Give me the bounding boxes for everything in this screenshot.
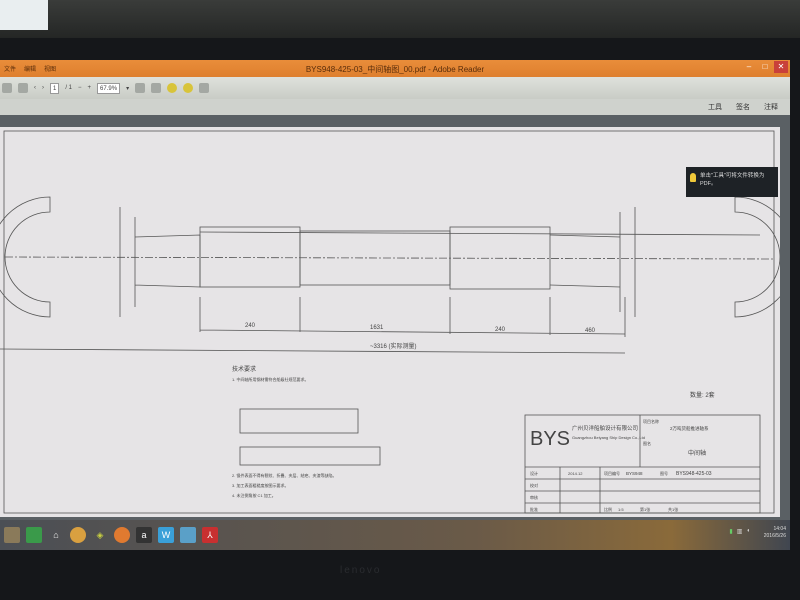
system-tray: ▮ ▥ ◖ [729, 528, 750, 535]
document-area[interactable]: 240 1631 240 460 ~3316 (实际测量) 数量: 2套 技术要… [0, 115, 790, 520]
left-flange-view [0, 196, 51, 318]
tools-button[interactable]: 工具 [708, 104, 722, 111]
title-bar: 文件 编辑 视图 BYS948-425-03_中间轴图_00.pdf - Ado… [0, 60, 790, 77]
note-1: 1. 中间轴所用钢材需符合船级社规范要求。 [232, 376, 308, 382]
app-icon-2[interactable]: ◈ [96, 529, 104, 540]
project-no-label: 项目编号 [604, 470, 620, 476]
scale: 1:5 [618, 507, 624, 512]
dim-total: ~3316 (实际测量) [370, 342, 417, 350]
close-button[interactable]: ✕ [774, 61, 788, 73]
start-icon[interactable] [4, 527, 20, 543]
note-3: 3. 加工表面粗糙度按图示要求。 [232, 482, 288, 488]
lightbulb-icon [690, 173, 696, 182]
drawing-no: BYS948-425-03 [676, 471, 712, 477]
network-icon[interactable]: ▥ [736, 529, 743, 535]
adobe-reader-icon[interactable]: ⅄ [202, 527, 218, 543]
email-icon[interactable] [18, 83, 28, 93]
comment-button[interactable]: 注释 [764, 104, 778, 111]
project-name: 2万吨货船推进轴系 [670, 425, 709, 432]
quantity: 数量: 2套 [690, 391, 715, 399]
next-page-icon[interactable]: › [42, 85, 44, 91]
menu-view[interactable]: 视图 [44, 67, 57, 73]
spreadsheet-app-icon[interactable] [26, 527, 42, 543]
drawing-name: 中间轴 [688, 449, 706, 457]
word-icon[interactable]: W [158, 527, 174, 543]
dim-3: 240 [495, 327, 506, 333]
title-block [524, 414, 761, 514]
home-icon[interactable]: ⌂ [53, 530, 59, 540]
row-check: 校对 [530, 482, 538, 488]
row-review: 审核 [530, 494, 538, 500]
highlight-icon[interactable] [183, 83, 194, 93]
notes-title: 技术要求 [232, 365, 256, 373]
app-icon[interactable] [70, 527, 86, 543]
task-panel-bar: 工具 签名 注释 [0, 99, 790, 115]
right-flange-view [734, 196, 790, 318]
background-room [0, 0, 800, 40]
battery-icon[interactable]: ▮ [729, 529, 733, 535]
clock-time: 14:04 [773, 526, 786, 532]
comment-icon[interactable] [167, 83, 178, 93]
centerline [4, 256, 776, 260]
project-label: 项目名称 [643, 418, 659, 424]
minimize-button[interactable]: – [746, 62, 752, 71]
right-flange [549, 207, 636, 317]
menu-bar: 文件 编辑 视图 [4, 64, 56, 73]
browser-icon[interactable] [114, 527, 130, 543]
menu-edit[interactable]: 编辑 [24, 67, 37, 73]
chevron-down-icon[interactable]: ▾ [126, 85, 130, 92]
page-total: / 1 [65, 85, 73, 91]
note-2: 2. 锻件表面不得有裂纹、折叠、夹层、结疤、夹渣等缺陷。 [232, 472, 336, 478]
folder-icon[interactable] [180, 527, 196, 543]
engineering-drawing: 240 1631 240 460 ~3316 (实际测量) 数量: 2套 技术要… [0, 130, 790, 514]
page-number-input[interactable]: 1 [50, 82, 60, 94]
pdf-page: 240 1631 240 460 ~3316 (实际测量) 数量: 2套 技术要… [0, 127, 790, 517]
toolbar: ‹ › 1 / 1 − + 67.9% ▾ [0, 77, 790, 99]
amazon-icon[interactable]: a [136, 527, 152, 543]
window-light [0, 0, 48, 30]
scale-label: 比例 [604, 506, 612, 512]
screen: 文件 编辑 视图 BYS948-425-03_中间轴图_00.pdf - Ado… [0, 60, 790, 550]
zoom-out-icon[interactable]: − [78, 85, 82, 91]
tooltip-text: 单击"工具"可将文件转换为 PDF。 [700, 173, 765, 187]
row-design: 设计 [530, 470, 538, 476]
drawing-border [3, 130, 775, 514]
sheets: 共1张 [668, 506, 678, 512]
company-logo: BYS [530, 428, 570, 450]
row-approve: 批准 [530, 506, 538, 512]
company-name-en: Guangzhou Beiyang Ship Design Co.,Ltd [572, 435, 645, 440]
dim-1: 240 [245, 323, 256, 329]
sign-icon[interactable] [199, 83, 210, 93]
window-title: BYS948-425-03_中间轴图_00.pdf - Adobe Reader [305, 65, 485, 74]
zoom-in-icon[interactable]: + [87, 85, 92, 91]
maximize-button[interactable]: □ [762, 62, 768, 71]
company-name-cn: 广州贝洋船舶设计有限公司 [572, 424, 638, 432]
drawing-no-label: 图号 [660, 470, 668, 476]
taskbar: ⌂ ◈ a W ⅄ ▮ ▥ ◖ 14:04 2016/5/26 [0, 520, 790, 550]
note-4: 4. 未注倒角按 C1 加工。 [232, 492, 276, 498]
monitor-brand-logo: lenovo [340, 565, 382, 576]
print-icon[interactable] [2, 83, 12, 93]
fit-page-icon[interactable] [135, 83, 146, 93]
left-flange [119, 207, 761, 317]
shaft-section-1 [199, 226, 301, 288]
menu-file[interactable]: 文件 [4, 67, 17, 73]
prev-page-icon[interactable]: ‹ [34, 85, 36, 91]
dim-4: 460 [585, 328, 596, 334]
clock-date: 2016/5/26 [763, 533, 786, 539]
drawing-name-label: 图名 [643, 440, 651, 446]
tooltip: 单击"工具"可将文件转换为 PDF。 [686, 167, 778, 197]
dim-2: 1631 [370, 325, 384, 331]
sheet: 第1张 [640, 506, 650, 512]
date: 2014.12 [568, 471, 583, 476]
project-no: BYS948 [626, 471, 643, 476]
zoom-select[interactable]: 67.9% [97, 82, 121, 94]
clock[interactable]: 14:04 2016/5/26 [764, 526, 786, 540]
fit-width-icon[interactable] [151, 83, 162, 93]
volume-icon[interactable]: ◖ [746, 528, 750, 534]
sign-button[interactable]: 签名 [736, 104, 750, 111]
